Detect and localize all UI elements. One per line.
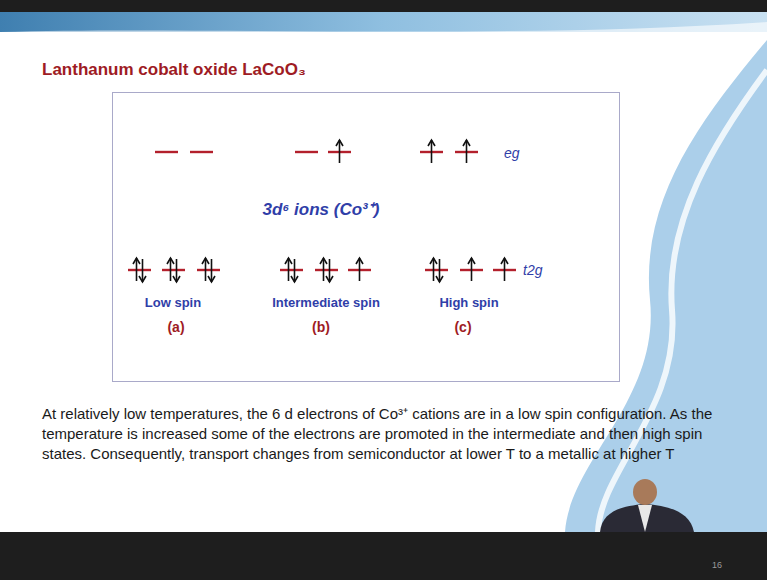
electron-spin-arrowhead xyxy=(468,258,475,264)
electron-spin-arrowhead xyxy=(208,276,215,282)
electron-spin-arrowhead xyxy=(436,276,443,282)
orbital-label: t2g xyxy=(523,262,542,278)
explanation-text: At relatively low temperatures, the 6 d … xyxy=(42,404,742,464)
slide-title: Lanthanum cobalt oxide LaCoO₃ xyxy=(42,60,306,80)
electron-spin-arrow xyxy=(136,258,138,281)
electron-spin-arrowhead xyxy=(133,258,140,264)
electron-spin-arrow xyxy=(288,258,290,281)
electron-spin-arrow xyxy=(439,259,441,282)
electron-spin-arrowhead xyxy=(336,140,343,146)
presenter-head xyxy=(633,479,657,505)
electron-spin-arrow xyxy=(211,259,213,282)
presenter-figure xyxy=(600,479,694,532)
presenter-shirt xyxy=(638,505,652,532)
electron-spin-arrow xyxy=(433,258,435,281)
electron-spin-arrowhead xyxy=(428,140,435,146)
top-band xyxy=(0,12,767,32)
electron-spin-arrowhead xyxy=(326,276,333,282)
ion-label: 3d⁶ ions (Co³⁺) xyxy=(263,197,380,220)
electron-spin-arrowhead xyxy=(202,258,209,264)
orbital-label: eg xyxy=(504,145,520,161)
energy-level xyxy=(315,269,338,271)
electron-spin-arrow xyxy=(205,258,207,281)
electron-spin-arrow xyxy=(431,140,433,163)
electron-spin-arrowhead xyxy=(139,276,146,282)
spin-state-label: Low spin xyxy=(145,295,201,310)
electron-spin-arrow xyxy=(466,140,468,163)
presenter-body xyxy=(600,504,694,532)
swoosh-line xyxy=(598,70,767,532)
bottom-bar xyxy=(0,532,767,580)
electron-spin-arrowhead xyxy=(501,258,508,264)
panel-letter: (b) xyxy=(312,319,330,335)
electron-spin-arrowhead xyxy=(463,140,470,146)
energy-level xyxy=(280,269,303,271)
electron-spin-arrow xyxy=(339,140,341,163)
top-bar xyxy=(0,0,767,12)
spin-state-label: High spin xyxy=(439,295,498,310)
energy-level xyxy=(162,269,185,271)
electron-spin-arrow xyxy=(176,259,178,282)
electron-spin-arrow xyxy=(170,258,172,281)
energy-level xyxy=(190,151,213,153)
electron-spin-arrow xyxy=(294,259,296,282)
electron-spin-arrow xyxy=(329,259,331,282)
electron-spin-arrowhead xyxy=(356,258,363,264)
page-number: 16 xyxy=(712,560,722,570)
diagram-frame: eg 3d⁶ ions (Co³⁺) t2gLow spin Intermediate… xyxy=(112,92,620,382)
energy-level xyxy=(128,269,151,271)
electron-spin-arrowhead xyxy=(320,258,327,264)
electron-spin-arrowhead xyxy=(173,276,180,282)
energy-level xyxy=(425,269,448,271)
electron-spin-arrowhead xyxy=(291,276,298,282)
electron-spin-arrowhead xyxy=(167,258,174,264)
spin-state-label: Intermediate spin xyxy=(272,295,380,310)
top-swoosh xyxy=(0,22,767,32)
electron-spin-arrow xyxy=(471,258,473,281)
electron-spin-arrowhead xyxy=(430,258,437,264)
panel-letter: (a) xyxy=(167,319,184,335)
panel-letter: (c) xyxy=(454,319,471,335)
electron-spin-arrow xyxy=(359,258,361,281)
energy-level xyxy=(197,269,220,271)
electron-spin-arrowhead xyxy=(285,258,292,264)
energy-level xyxy=(295,151,318,153)
electron-spin-arrow xyxy=(504,258,506,281)
energy-level xyxy=(155,151,178,153)
electron-spin-arrow xyxy=(142,259,144,282)
electron-spin-arrow xyxy=(323,258,325,281)
